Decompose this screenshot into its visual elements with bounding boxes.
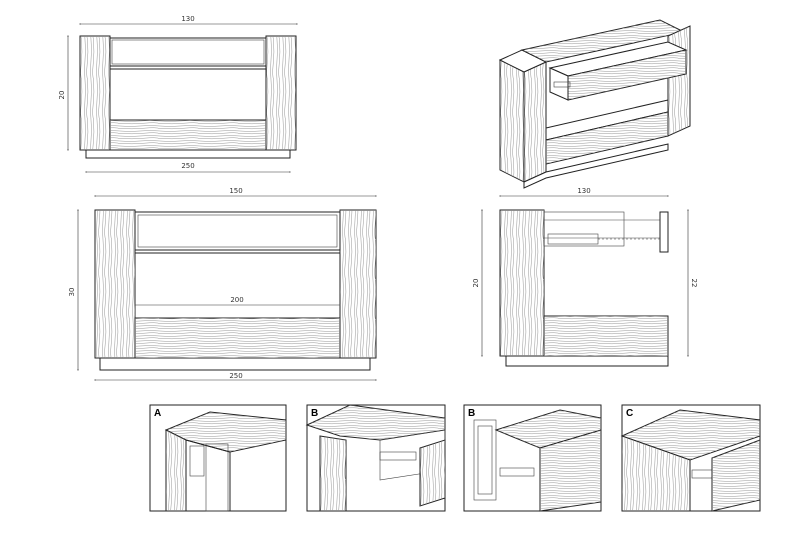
detail-b2-slide (499, 467, 535, 477)
detail-a-label: A (154, 408, 161, 419)
detail-b1-slide (379, 451, 417, 461)
detail-b2-label: B (468, 408, 475, 419)
side-plinth (505, 355, 669, 367)
side-drawer-front (659, 211, 669, 253)
detail-panel-a: A (149, 404, 287, 512)
plinth (85, 149, 291, 159)
side-left-height-dimension-label: 20 (472, 279, 480, 288)
detail-b2-mount-plate (477, 425, 493, 495)
side-right-height-dimension-label: 22 (690, 279, 698, 288)
mid-inner-width-dimension-label: 200 (230, 296, 243, 304)
side-drawer-box (543, 211, 625, 247)
detail-b1-label: B (311, 408, 318, 419)
side-top-width-dimension-label: 130 (577, 187, 590, 195)
top-left-front-view: 130 20 250 (58, 15, 298, 174)
top-width-dimension-label: 130 (181, 15, 194, 23)
detail-panel-b2: B (463, 404, 602, 512)
iso-drawer-slide (553, 81, 571, 88)
mid-left-height-dimension-label: 30 (68, 288, 76, 297)
mid-drawer-front (134, 211, 341, 251)
side-section-view: 130 20 22 (472, 187, 698, 367)
detail-panel-c: C (620, 404, 761, 512)
detail-a-joint (189, 445, 205, 477)
mid-bottom-width-dimension-label: 250 (229, 372, 242, 380)
detail-c-label: C (626, 408, 633, 419)
isometric-view (498, 19, 691, 189)
iso-plinth (523, 143, 669, 189)
left-height-dimension-label: 20 (58, 91, 66, 100)
mid-top-width-dimension-label: 150 (229, 187, 242, 195)
detail-panel-b1: B (305, 404, 446, 512)
side-drawer-slide (547, 233, 599, 245)
drawer-front (109, 37, 267, 67)
mid-plinth (99, 357, 371, 371)
middle-left-front-view: 150 30 200 250 (68, 187, 377, 382)
bottom-width-dimension-label: 250 (181, 162, 194, 170)
